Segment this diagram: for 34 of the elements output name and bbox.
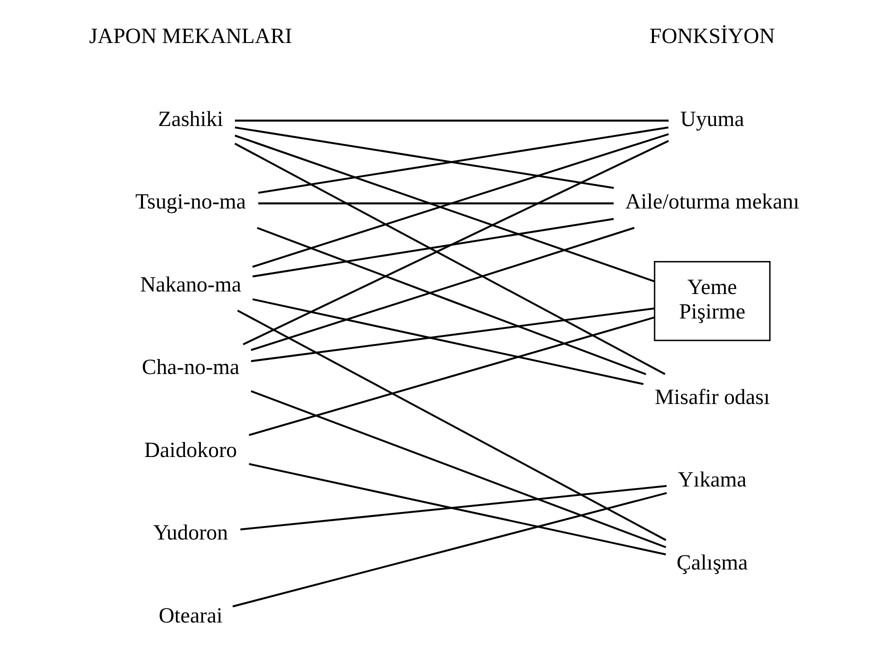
- connector: [252, 133, 669, 268]
- node-text: Daidokoro: [144, 438, 238, 462]
- connector: [258, 126, 668, 194]
- connector: [240, 485, 667, 530]
- node-text: Yudoron: [153, 520, 228, 545]
- connector: [256, 227, 646, 376]
- connector: [234, 142, 666, 375]
- node-text: Otearai: [158, 603, 223, 628]
- node-text: Misafir odası: [654, 384, 770, 409]
- connector: [252, 218, 614, 278]
- node-text: Uyuma: [680, 106, 744, 131]
- node-text: Zashiki: [158, 106, 224, 131]
- node-text: Tsugi-no-ma: [135, 190, 246, 214]
- connector: [250, 390, 666, 548]
- connector: [252, 298, 644, 385]
- connector: [237, 310, 666, 541]
- connector: [248, 463, 666, 556]
- connector: [250, 308, 654, 362]
- node-text: Nakano-ma: [140, 272, 242, 296]
- node-text: Yıkama: [678, 468, 747, 492]
- connector: [234, 120, 669, 122]
- label: FONKSİYON: [650, 24, 775, 48]
- label: JAPON MEKANLARI: [89, 24, 292, 48]
- node-text: Cha-no-ma: [142, 355, 240, 380]
- connector: [258, 202, 614, 204]
- connector: [234, 134, 655, 282]
- connector: [250, 226, 635, 351]
- connector: [234, 126, 614, 189]
- connector: [248, 316, 655, 436]
- node-box: Yeme Pişirme: [654, 261, 771, 342]
- connector: [242, 140, 669, 346]
- node-text: Çalışma: [676, 550, 748, 574]
- connector: [232, 492, 667, 608]
- node-text: Aile/oturma mekanı: [625, 190, 800, 214]
